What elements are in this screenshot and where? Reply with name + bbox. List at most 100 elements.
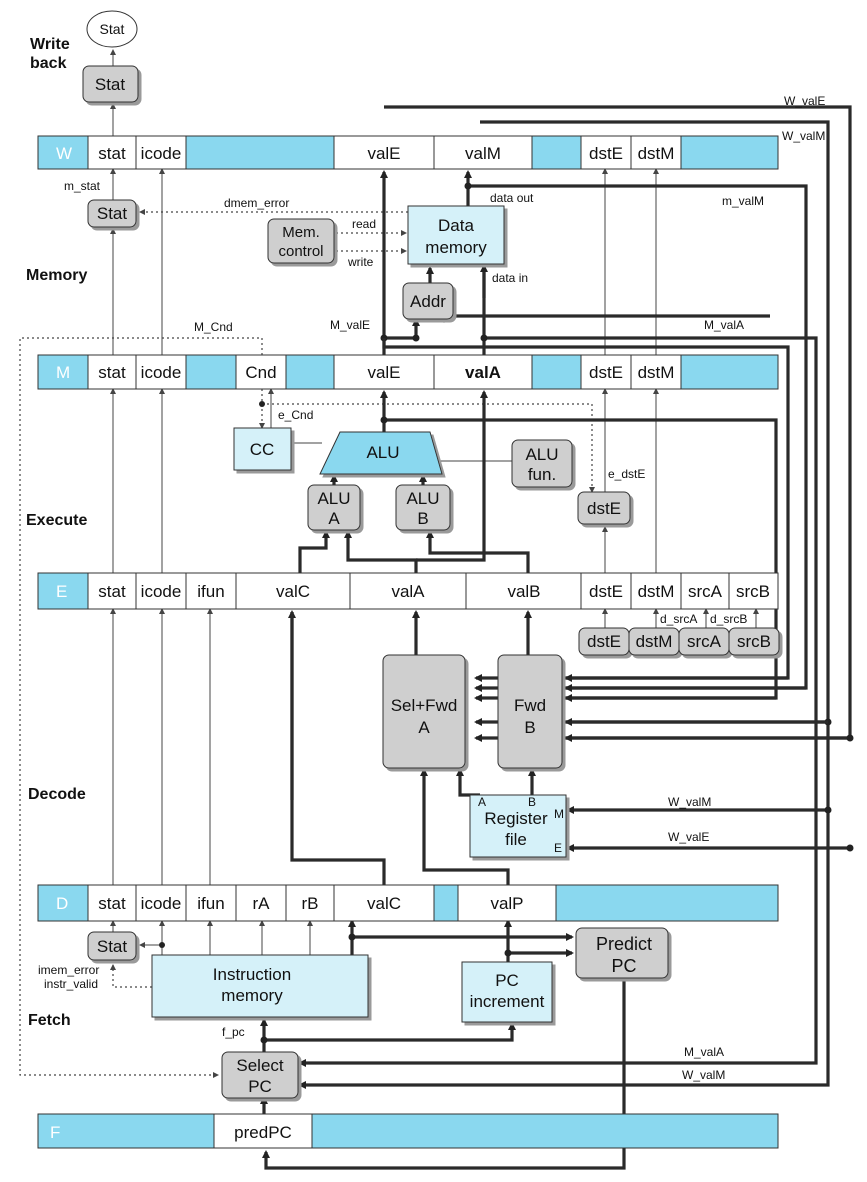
stat-memory-block: Stat bbox=[87, 199, 137, 228]
sel-fwd-a-label-2: A bbox=[418, 718, 430, 737]
sig-w-valm-rf: W_valM bbox=[668, 795, 711, 809]
decode-dst-src-blocks: dstE dstM srcA srcB bbox=[578, 627, 780, 656]
dec-srca-label: srcA bbox=[687, 632, 722, 651]
sig-m-vala-pc: M_valA bbox=[684, 1045, 724, 1059]
e-field-valc: valC bbox=[276, 582, 310, 601]
stat-fetch-label: Stat bbox=[97, 937, 128, 956]
d-field-stat: stat bbox=[98, 894, 126, 913]
m-field-stat: stat bbox=[98, 363, 126, 382]
w-field-dstm: dstM bbox=[638, 144, 675, 163]
select-pc-label-1: Select bbox=[236, 1056, 284, 1075]
alu-b-label-1: ALU bbox=[406, 489, 439, 508]
w-field-vale: valE bbox=[367, 144, 400, 163]
e-field-dstm: dstM bbox=[638, 582, 675, 601]
data-memory-block: Data memory bbox=[407, 205, 505, 265]
instruction-memory-label-2: memory bbox=[221, 986, 283, 1005]
pc-increment-label-2: increment bbox=[470, 992, 545, 1011]
stat-output: Stat bbox=[86, 10, 138, 48]
register-file-label-1: Register bbox=[484, 809, 548, 828]
e-field-dste: dstE bbox=[589, 582, 623, 601]
e-field-ifun: ifun bbox=[197, 582, 224, 601]
sig-instr-valid: instr_valid bbox=[44, 977, 98, 991]
stat-writeback-label: Stat bbox=[95, 75, 126, 94]
sig-e-cnd: e_Cnd bbox=[278, 408, 313, 422]
w-field-icode: icode bbox=[141, 144, 182, 163]
alu-a-label-1: ALU bbox=[317, 489, 350, 508]
register-file-block: Register file bbox=[469, 794, 567, 858]
alu-b-label-2: B bbox=[417, 509, 428, 528]
w-field-stat: stat bbox=[98, 144, 126, 163]
sig-rf-e: E bbox=[554, 841, 562, 855]
dec-dste-label: dstE bbox=[587, 632, 621, 651]
d-field-valc: valC bbox=[367, 894, 401, 913]
stat-writeback-block: Stat bbox=[82, 65, 139, 103]
register-e-name: E bbox=[56, 582, 67, 601]
register-e: E stat icode ifun valC valA valB dstE ds… bbox=[37, 572, 779, 610]
select-pc-block: Select PC bbox=[221, 1051, 299, 1099]
stage-fetch: Fetch bbox=[28, 1012, 71, 1029]
m-field-icode: icode bbox=[141, 363, 182, 382]
sig-rf-b: B bbox=[528, 795, 536, 809]
dotted-wires bbox=[19, 209, 595, 1078]
sig-imem-error: imem_error bbox=[38, 963, 99, 977]
data-memory-label-2: memory bbox=[425, 238, 487, 257]
sig-m-vale: M_valE bbox=[330, 318, 370, 332]
e-field-stat: stat bbox=[98, 582, 126, 601]
e-field-srca: srcA bbox=[688, 582, 723, 601]
fwd-b-label-2: B bbox=[524, 718, 535, 737]
register-f-name: F bbox=[50, 1123, 60, 1142]
dste-exec-block: dstE bbox=[577, 491, 631, 525]
cc-block: CC bbox=[233, 427, 292, 471]
stat-output-label: Stat bbox=[100, 21, 125, 37]
alu-label: ALU bbox=[366, 443, 399, 462]
stage-write-back-line2: back bbox=[30, 55, 67, 72]
sig-w-valm-top: W_valM bbox=[782, 129, 825, 143]
f-field-predpc: predPC bbox=[234, 1123, 292, 1142]
alu-fun-label-2: fun. bbox=[528, 465, 556, 484]
predict-pc-label-2: PC bbox=[611, 956, 636, 976]
register-w: W stat icode valE valM dstE dstM bbox=[37, 135, 779, 170]
stage-write-back-line1: Write bbox=[30, 36, 70, 53]
mem-control-label-1: Mem. bbox=[282, 224, 320, 241]
e-field-vala: valA bbox=[391, 582, 425, 601]
stat-fetch-block: Stat bbox=[87, 931, 137, 961]
sel-fwd-a-block: Sel+Fwd A bbox=[382, 654, 466, 769]
predict-pc-label-1: Predict bbox=[596, 934, 652, 954]
w-field-valm: valM bbox=[465, 144, 501, 163]
stage-decode: Decode bbox=[28, 786, 86, 803]
alu-b-block: ALU B bbox=[395, 484, 451, 531]
stage-labels: Write back Memory Execute Decode Fetch bbox=[26, 36, 87, 1029]
d-field-icode: icode bbox=[141, 894, 182, 913]
sig-data-in: data in bbox=[492, 271, 528, 285]
sig-rf-a: A bbox=[478, 795, 486, 809]
register-d-name: D bbox=[56, 894, 68, 913]
sig-w-valm-pc: W_valM bbox=[682, 1068, 725, 1082]
dste-exec-label: dstE bbox=[587, 499, 621, 518]
mem-control-label-2: control bbox=[278, 243, 323, 260]
register-m: M stat icode Cnd valE valA dstE dstM bbox=[37, 354, 779, 390]
fwd-b-label-1: Fwd bbox=[514, 696, 546, 715]
sig-w-vale-rf: W_valE bbox=[668, 830, 709, 844]
sig-m-valm: m_valM bbox=[722, 194, 764, 208]
sig-m-stat: m_stat bbox=[64, 179, 101, 193]
sel-fwd-a-label-1: Sel+Fwd bbox=[391, 696, 458, 715]
w-field-dste: dstE bbox=[589, 144, 623, 163]
instruction-memory-label-1: Instruction bbox=[213, 965, 291, 984]
alu-fun-block: ALU fun. bbox=[511, 439, 573, 488]
sig-m-vala: M_valA bbox=[704, 318, 744, 332]
cc-label: CC bbox=[250, 440, 275, 459]
sig-d-srca: d_srcA bbox=[660, 612, 697, 626]
m-field-dstm: dstM bbox=[638, 363, 675, 382]
alu-block: ALU bbox=[319, 431, 443, 475]
thick-wires bbox=[260, 105, 854, 1170]
register-w-name: W bbox=[56, 144, 72, 163]
signal-labels: W_valE W_valM m_stat dmem_error data out… bbox=[38, 94, 825, 1082]
register-d: D stat icode ifun rA rB valC valP bbox=[37, 884, 779, 922]
sig-rf-m: M bbox=[554, 807, 564, 821]
register-f: F predPC bbox=[37, 1113, 779, 1149]
select-pc-label-2: PC bbox=[248, 1077, 272, 1096]
addr-label: Addr bbox=[410, 292, 446, 311]
alu-a-label-2: A bbox=[328, 509, 340, 528]
sig-data-out: data out bbox=[490, 191, 534, 205]
